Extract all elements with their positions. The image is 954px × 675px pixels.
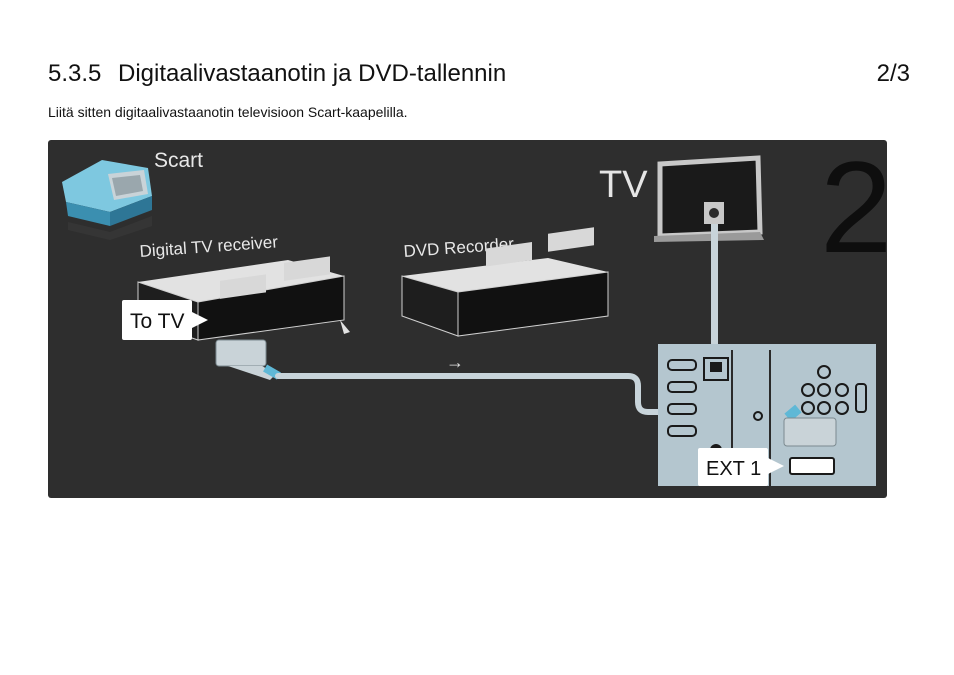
to-tv-label: To TV (130, 310, 184, 333)
page-title: Digitaalivastaanotin ja DVD-tallennin (118, 60, 507, 87)
page-indicator: 2/3 (876, 60, 910, 87)
connection-diagram: 2 Scart TV Digital TV receiver (48, 140, 887, 498)
receiver-scart-plug-icon (215, 339, 281, 380)
diagram-svg: 2 Scart TV Digital TV receiver (62, 140, 887, 486)
direction-arrow: → (446, 352, 464, 372)
tv-scart-plug-icon (783, 404, 837, 447)
step-number: 2 (820, 140, 887, 280)
tv-cable (711, 224, 718, 348)
tv-icon (654, 155, 764, 242)
ext1-callout: EXT 1 (698, 448, 784, 486)
section-number: 5.3.5 (48, 60, 102, 87)
tv-label: TV (599, 164, 648, 206)
scart-cable (275, 373, 787, 415)
to-tv-callout: To TV (122, 300, 208, 340)
scart-label: Scart (154, 149, 203, 172)
dvd-recorder-icon (401, 227, 609, 337)
scart-connector-icon (62, 160, 152, 240)
ext1-label: EXT 1 (706, 458, 761, 480)
digital-tv-receiver-icon (137, 256, 350, 341)
section-heading: 5.3.5 Digitaalivastaanotin ja DVD-tallen… (48, 60, 910, 92)
receiver-label: Digital TV receiver (139, 232, 279, 261)
intro-text: Liitä sitten digitaalivastaanotin televi… (48, 104, 408, 120)
